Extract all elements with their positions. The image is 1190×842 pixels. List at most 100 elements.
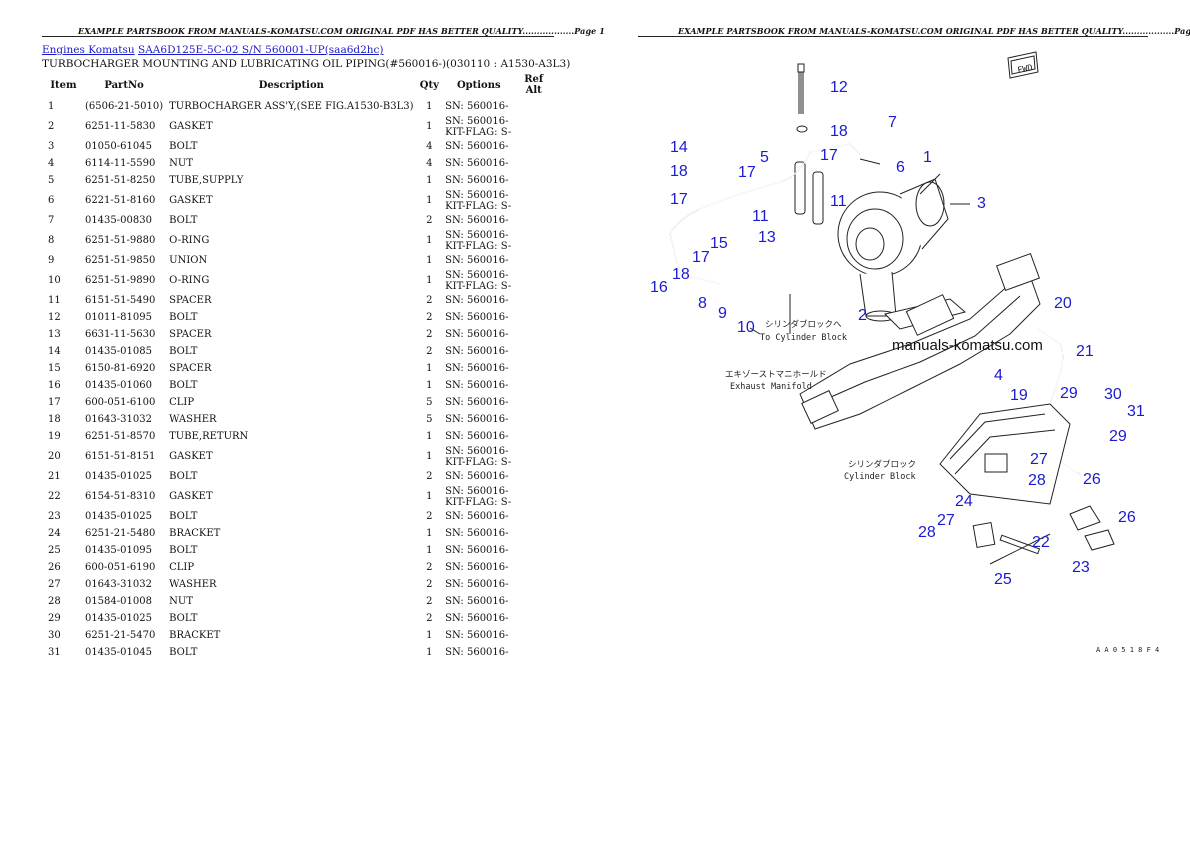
header-ref-alt: Ref Alt <box>524 74 544 96</box>
item-cell: 19 <box>48 431 61 442</box>
ref-alt-cell <box>515 326 552 343</box>
options-sn: SN: 560016- <box>445 269 509 281</box>
header-partno: PartNo <box>104 79 144 91</box>
options-sn: SN: 560016- <box>445 189 509 201</box>
item-cell: 15 <box>48 363 61 374</box>
ref-alt-cell <box>515 525 552 542</box>
options-cell: SN: 560016- <box>442 138 515 155</box>
options-sn: SN: 560016- <box>445 363 509 374</box>
label-cylinder-block: Cylinder Block <box>844 472 916 482</box>
ref-alt-cell <box>515 115 552 138</box>
callout-number: 9 <box>718 305 727 322</box>
qty-cell: 1 <box>426 275 433 286</box>
description-cell: GASKET <box>169 195 213 206</box>
callout-number: 6 <box>896 159 905 176</box>
item-cell: 21 <box>48 471 61 482</box>
description-cell: BOLT <box>169 613 198 624</box>
options-sn: SN: 560016- <box>445 312 509 323</box>
ref-alt-cell <box>515 542 552 559</box>
callout-number: 18 <box>830 123 848 140</box>
item-cell: 18 <box>48 414 61 425</box>
qty-cell: 2 <box>426 511 433 522</box>
description-cell: BOLT <box>169 312 198 323</box>
breadcrumb-model-link[interactable]: SAA6D125E-5C-02 S/N 560001-UP(saa6d2hc) <box>138 44 384 56</box>
partno-cell: 6221-51-8160 <box>84 195 156 206</box>
callout-number: 2 <box>858 307 867 324</box>
callout-number: 15 <box>710 235 728 252</box>
callout-number: 26 <box>1083 471 1101 488</box>
breadcrumb-category-link[interactable]: Engines Komatsu <box>42 44 135 56</box>
ref-alt-cell <box>515 309 552 326</box>
options-sn: SN: 560016- <box>445 630 509 641</box>
callout-number: 20 <box>1054 295 1072 312</box>
item-cell: 13 <box>48 329 61 340</box>
ref-alt-cell <box>515 468 552 485</box>
callout-number: 28 <box>1028 472 1046 489</box>
options-cell: SN: 560016- <box>442 428 515 445</box>
description-cell: O-RING <box>169 235 210 246</box>
callout-number: 17 <box>738 164 756 181</box>
label-cylinder-block-jp: シリンダブロック <box>848 459 916 470</box>
header-options: Options <box>456 79 501 91</box>
options-cell: SN: 560016- <box>442 644 515 661</box>
label-to-cylinder-block-jp: シリンダブロックへ <box>765 319 842 330</box>
partno-cell: 600-051-6100 <box>84 397 156 408</box>
options-cell: SN: 560016- <box>442 252 515 269</box>
options-sn: SN: 560016- <box>445 255 509 266</box>
callout-number: 28 <box>918 524 936 541</box>
qty-cell: 4 <box>426 158 433 169</box>
options-cell: SN: 560016- <box>442 292 515 309</box>
description-cell: NUT <box>169 596 193 607</box>
qty-cell: 5 <box>426 397 433 408</box>
parts-diagram: FWD <box>630 44 1160 664</box>
item-cell: 10 <box>48 275 61 286</box>
options-kit-flag: KIT-FLAG: S- <box>445 280 512 292</box>
ref-alt-cell <box>515 212 552 229</box>
callout-number: 11 <box>830 193 847 210</box>
partno-cell: 01435-01060 <box>84 380 152 391</box>
qty-cell: 1 <box>426 195 433 206</box>
description-cell: BRACKET <box>169 630 221 641</box>
callout-number: 24 <box>955 493 973 510</box>
label-exhaust-manifold: Exhaust Manifold <box>730 382 812 392</box>
options-cell: SN: 560016- <box>442 542 515 559</box>
qty-cell: 2 <box>426 613 433 624</box>
description-cell: SPACER <box>169 329 212 340</box>
qty-cell: 1 <box>426 630 433 641</box>
ref-alt-cell <box>515 155 552 172</box>
qty-cell: 1 <box>426 431 433 442</box>
description-cell: CLIP <box>169 397 195 408</box>
callout-number: 14 <box>670 139 688 156</box>
description-cell: O-RING <box>169 275 210 286</box>
item-cell: 25 <box>48 545 61 556</box>
options-sn: SN: 560016- <box>445 528 509 539</box>
partno-cell: 6154-51-8310 <box>84 491 156 502</box>
options-sn: SN: 560016- <box>445 175 509 186</box>
callout-number: 16 <box>650 279 668 296</box>
ref-alt-cell <box>515 172 552 189</box>
callout-number: 26 <box>1118 509 1136 526</box>
header-qty: Qty <box>419 79 439 91</box>
partno-cell: 6251-51-9880 <box>84 235 156 246</box>
callout-number: 21 <box>1076 343 1094 360</box>
partno-cell: 01050-61045 <box>84 141 152 152</box>
qty-cell: 2 <box>426 346 433 357</box>
callout-number: 19 <box>1010 387 1028 404</box>
item-cell: 29 <box>48 613 61 624</box>
ref-alt-cell <box>515 445 552 468</box>
callout-number: 17 <box>692 249 710 266</box>
qty-cell: 1 <box>426 175 433 186</box>
options-cell: SN: 560016-KIT-FLAG: S- <box>442 189 515 212</box>
item-cell: 5 <box>48 175 55 186</box>
item-cell: 26 <box>48 562 61 573</box>
callout-number: 27 <box>937 512 955 529</box>
options-sn: SN: 560016- <box>445 329 509 340</box>
header-description: Description <box>258 79 324 91</box>
